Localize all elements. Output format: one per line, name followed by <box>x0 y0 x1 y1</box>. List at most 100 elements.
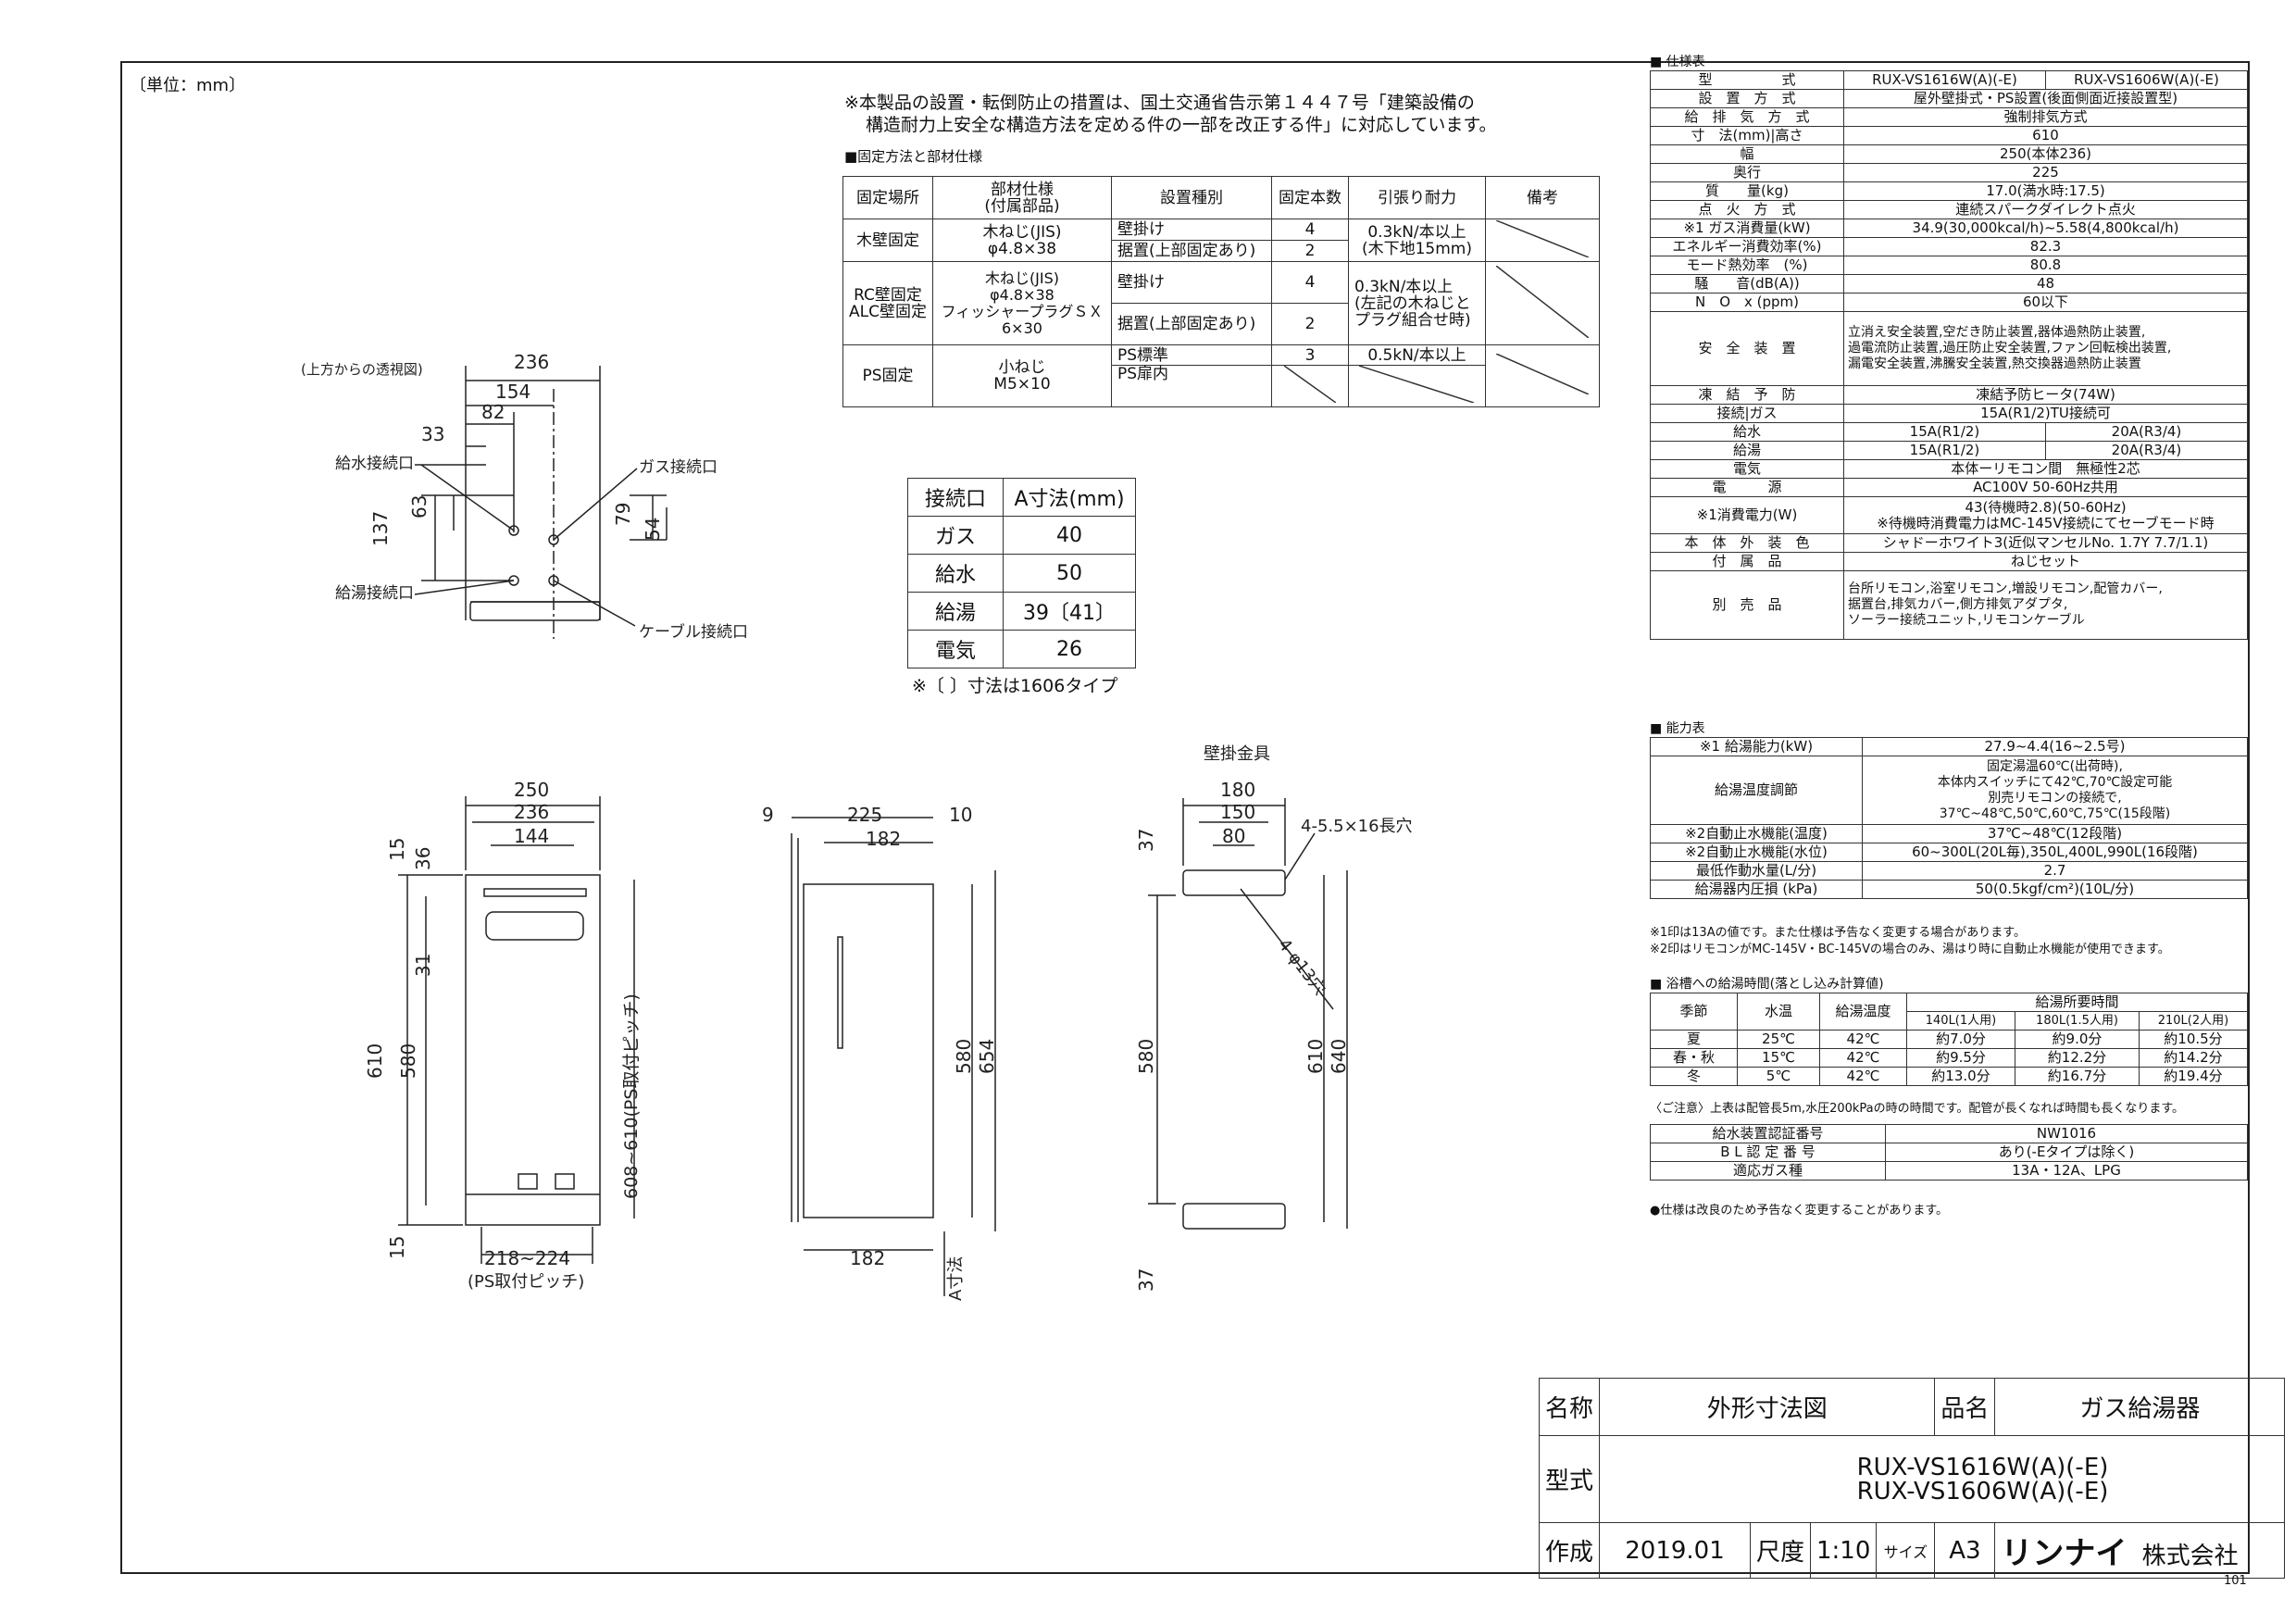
scale-value: 1:10 <box>1809 1522 1878 1579</box>
fix-type: PS標準 <box>1110 344 1272 366</box>
bath-cell: 冬 <box>1650 1067 1738 1086</box>
dim-text: 9 <box>762 804 774 826</box>
title-block: 名称 外形寸法図 品名 ガス給湯器 型式 RUX-VS1616W(A)(-E) … <box>1539 1378 2286 1579</box>
conn-cell: 給水 <box>907 554 1004 593</box>
page-number: 101 <box>2224 1574 2247 1588</box>
bath-header: 季節 <box>1650 993 1738 1031</box>
cap-label: ※1 給湯能力(kW) <box>1650 737 1863 756</box>
spec-label: ※1 ガス消費量(kW) <box>1650 219 1844 238</box>
cap-value: 2.7 <box>1862 861 2248 881</box>
size-label: サイズ <box>1876 1522 1936 1579</box>
spec-value: 強制排気方式 <box>1843 107 2248 127</box>
dim-text: 182 <box>866 828 901 850</box>
fix-header: 固定本数 <box>1270 176 1349 219</box>
bath-cell: 25℃ <box>1737 1030 1820 1049</box>
fix-place: PS固定 <box>842 344 933 407</box>
dim-text: 608~610(PS取付ピッチ) <box>621 993 642 1199</box>
bath-cell: 5℃ <box>1737 1067 1820 1086</box>
dim-text: 580 <box>1135 1039 1157 1074</box>
spec-value: 15A(R1/2) <box>1843 441 2046 460</box>
fix-header: 部材仕様 (付属部品) <box>931 176 1112 219</box>
spec-label: 付 属 品 <box>1650 552 1844 571</box>
front-view <box>398 796 635 1264</box>
fix-type: 壁掛け <box>1110 261 1272 304</box>
dim-text: 236 <box>514 351 549 373</box>
cap-value: 60~300L(20L毎),350L,400L,990L(16段階) <box>1862 843 2248 862</box>
size-value: A3 <box>1934 1522 1996 1579</box>
cert-note: ●仕様は改良のため予告なく変更することがあります。 <box>1650 1204 1949 1218</box>
cert-label: 適応ガス種 <box>1650 1161 1886 1181</box>
spec-value: 15A(R1/2)TU接続可 <box>1843 404 2248 423</box>
spec-label: N O x (ppm) <box>1650 293 1844 312</box>
callout-hot-water-outlet: 給湯接続口 <box>335 584 414 603</box>
bath-header: 給湯温度 <box>1819 993 1907 1031</box>
fix-header: 固定場所 <box>842 176 933 219</box>
spec-label: 騒 音(dB(A)) <box>1650 274 1844 294</box>
dim-text: 63 <box>408 495 430 518</box>
capacity-note: ※2印はリモコンがMC-145V・BC-145Vの場合のみ、湯はり時に自動止水機… <box>1650 943 2170 956</box>
cap-label: ※2自動止水機能(水位) <box>1650 843 1863 862</box>
spec-value: 連続スパークダイレクト点火 <box>1843 200 2248 219</box>
cert-value: NW1016 <box>1885 1124 2248 1143</box>
callout-cable-inlet: ケーブル接続口 <box>639 622 748 642</box>
product-label: 品名 <box>1934 1378 1996 1436</box>
dim-text: (PS取付ピッチ) <box>468 1272 584 1292</box>
dim-text: 610 <box>364 1043 386 1079</box>
bath-cell: 約10.5分 <box>2138 1030 2249 1049</box>
capacity-table: ※1 給湯能力(kW)27.9~4.4(16~2.5号) 給湯温度調節固定湯温6… <box>1650 737 2248 899</box>
model-2: RUX-VS1606W(A)(-E) <box>1856 1477 2109 1505</box>
fixing-table: 固定場所 部材仕様 (付属部品) 設置種別 固定本数 引張り耐力 備考 木壁固定… <box>842 176 1600 407</box>
bath-note: 〈ご注意〉上表は配管長5m,水圧200kPaの時の時間です。配管が長くなれば時間… <box>1650 1102 2185 1116</box>
fix-strength <box>1347 365 1486 407</box>
spec-value: 15A(R1/2) <box>1843 422 2046 442</box>
fix-strength: 0.3kN/本以上 (木下地15mm) <box>1347 219 1486 262</box>
conn-cell: 26 <box>1003 630 1136 668</box>
dim-text: 580 <box>953 1039 975 1074</box>
model-label: 型式 <box>1539 1435 1600 1523</box>
spec-label: 電気 <box>1650 459 1844 479</box>
diagonal-slash <box>1495 353 1590 395</box>
product-name: ガス給湯器 <box>1994 1378 2286 1436</box>
spec-value: 20A(R3/4) <box>2044 422 2249 442</box>
fix-remark <box>1484 344 1600 407</box>
conn-cell: 40 <box>1003 516 1136 555</box>
dim-text: 36 <box>412 847 434 870</box>
bath-cell: 春・秋 <box>1650 1048 1738 1068</box>
name-label: 名称 <box>1539 1378 1600 1436</box>
dim-text: 37 <box>1135 829 1157 852</box>
dim-text: 33 <box>421 423 444 445</box>
spec-label: ※1消費電力(W) <box>1650 496 1844 534</box>
bath-cell: 42℃ <box>1819 1067 1907 1086</box>
spec-value: 60以下 <box>1843 293 2248 312</box>
spec-label: 点 火 方 式 <box>1650 200 1844 219</box>
bracket-label: 壁掛金具 <box>1204 744 1270 764</box>
dim-text: 37 <box>1135 1268 1157 1292</box>
spec-value: 台所リモコン,浴室リモコン,増設リモコン,配管カバー, 据置台,排気カバー,側方… <box>1843 570 2248 640</box>
spec-label: 寸 法(mm)|高さ <box>1650 126 1844 145</box>
top-view-label: (上方からの透視図) <box>301 361 423 378</box>
dim-text: 82 <box>481 401 505 423</box>
spec-label: 給水 <box>1650 422 1844 442</box>
fix-count: 2 <box>1270 303 1349 345</box>
dim-text: 250 <box>514 779 549 801</box>
conn-cell: ガス <box>907 516 1004 555</box>
drawing-name: 外形寸法図 <box>1598 1378 1936 1436</box>
dim-text: 137 <box>369 511 392 546</box>
spec-value: 20A(R3/4) <box>2044 441 2249 460</box>
bath-cell: 約9.5分 <box>1906 1048 2015 1068</box>
diagonal-slash <box>1283 365 1337 404</box>
spec-value: 凍結予防ヒータ(74W) <box>1843 385 2248 405</box>
cap-label: ※2自動止水機能(温度) <box>1650 824 1863 843</box>
spec-value: AC100V 50-60Hz共用 <box>1843 478 2248 497</box>
callout-water-inlet: 給水接続口 <box>335 455 414 473</box>
dim-text: 182 <box>850 1247 885 1269</box>
spec-label: 型 式 <box>1650 70 1844 90</box>
dim-text: 218~224 <box>484 1247 570 1269</box>
dim-text: 610 <box>1304 1039 1327 1074</box>
dim-text: 640 <box>1328 1039 1350 1074</box>
spec-label: 設 置 方 式 <box>1650 89 1844 108</box>
bath-header: 210L(2人用) <box>2138 1011 2249 1031</box>
spec-value: RUX-VS1606W(A)(-E) <box>2044 70 2249 90</box>
